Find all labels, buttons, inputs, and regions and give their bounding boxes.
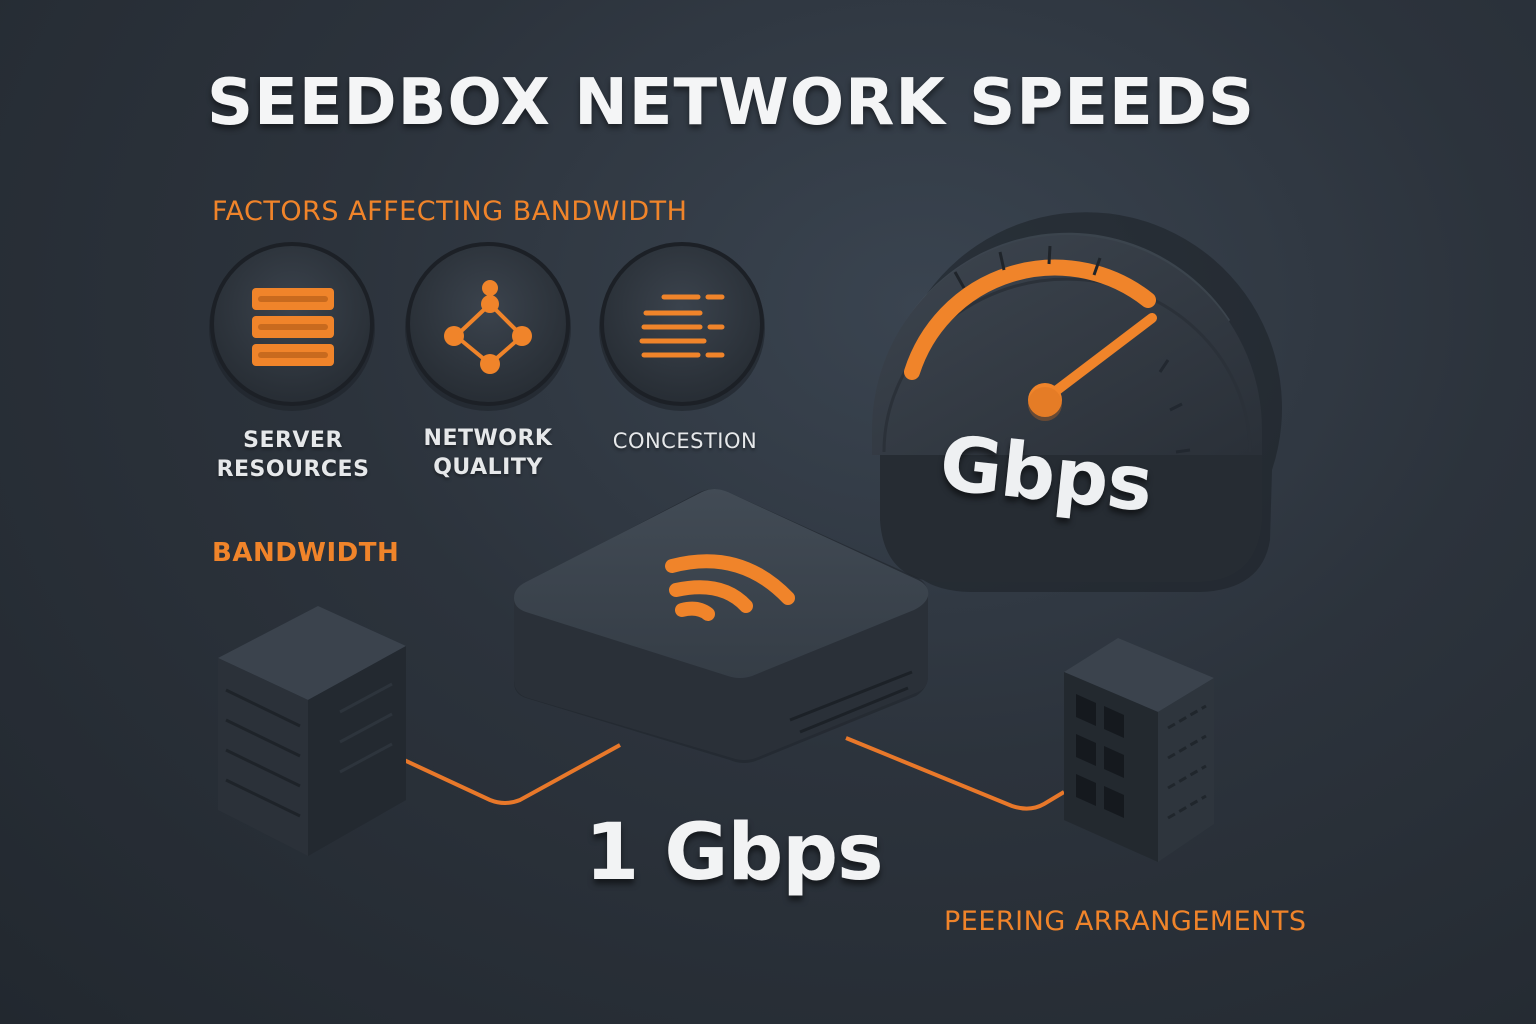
factors-heading: FACTORS AFFECTING BANDWIDTH bbox=[212, 196, 688, 227]
connection-cables bbox=[403, 736, 1066, 811]
left-server-tower bbox=[218, 606, 406, 856]
router-box bbox=[514, 489, 929, 763]
bandwidth-label: BANDWIDTH bbox=[212, 538, 400, 568]
peering-label: PEERING ARRANGEMENTS bbox=[944, 906, 1307, 937]
network-nodes-icon bbox=[444, 280, 532, 374]
factor-label-server-resources: SERVER RESOURCES bbox=[216, 428, 370, 482]
factor-congestion-circle bbox=[599, 242, 765, 411]
right-server-tower bbox=[1064, 638, 1214, 862]
factor-server-resources-circle bbox=[209, 242, 375, 411]
speedometer-icon bbox=[872, 212, 1282, 592]
wifi-signal-icon bbox=[665, 554, 795, 621]
factor-label-congestion: CONCESTION bbox=[612, 429, 758, 453]
link-speed-label: 1 Gbps bbox=[585, 808, 884, 898]
factor-label-network-quality: NETWORK QUALITY bbox=[423, 426, 553, 480]
congestion-lines-icon bbox=[639, 294, 725, 358]
server-stack-icon bbox=[252, 288, 334, 366]
page-title: SEEDBOX NETWORK SPEEDS bbox=[207, 66, 1255, 140]
factor-network-quality-circle bbox=[405, 242, 571, 411]
